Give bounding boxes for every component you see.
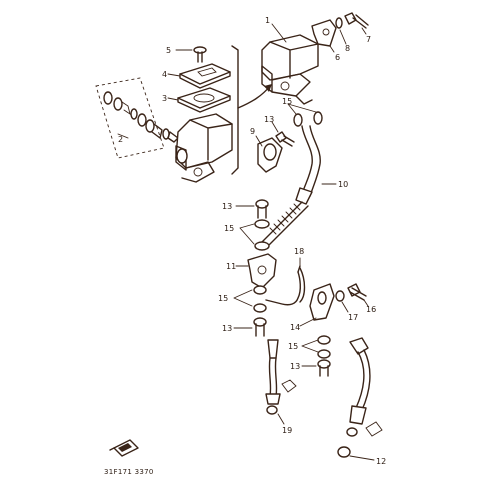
- leader-7: [361, 27, 367, 35]
- callout-15-lower: 15: [218, 294, 228, 303]
- callout-1: 1: [265, 16, 270, 25]
- diaphragm-plate: [177, 87, 231, 113]
- callout-6: 6: [335, 53, 340, 62]
- three-way-joint: [309, 283, 335, 321]
- callout-7: 7: [366, 35, 371, 44]
- leader-1: [271, 23, 287, 43]
- screw-5: [193, 46, 207, 63]
- exploded-view-bracket: [231, 45, 239, 175]
- bolt-16: [347, 283, 367, 301]
- arrow-to-master-cylinder: [237, 85, 271, 109]
- callout-16: 16: [366, 305, 376, 314]
- union-bolt-13-top: [275, 131, 295, 147]
- callout-15-top: 15: [282, 97, 292, 106]
- leader-9: [255, 135, 263, 147]
- reservoir-cap: [179, 63, 231, 89]
- brake-hose-left: [265, 339, 297, 415]
- callout-4: 4: [162, 70, 167, 79]
- callout-19: 19: [282, 426, 292, 435]
- master-cylinder-body: [261, 34, 319, 105]
- callout-13-top: 13: [264, 115, 274, 124]
- leader-4: [167, 73, 181, 77]
- union-bolt-13-lower: [253, 317, 267, 337]
- callout-12: 12: [376, 457, 386, 466]
- leader-14: [299, 317, 317, 327]
- leader-15-right: [301, 339, 319, 353]
- union-bolt-13-right: [317, 359, 331, 377]
- washer-15-top: [293, 111, 323, 127]
- leader-6: [329, 45, 335, 53]
- leader-15-top: [287, 103, 317, 115]
- callout-8: 8: [345, 44, 350, 53]
- washer-15-mid: [254, 219, 270, 251]
- diagram-code: 31F171 3370: [104, 468, 154, 476]
- washer-8: [335, 17, 343, 29]
- callout-3: 3: [162, 94, 167, 103]
- brake-pipe: [265, 265, 306, 306]
- washer-17: [335, 290, 345, 302]
- elbow-fitting: [257, 137, 283, 173]
- brake-hose-upper: [261, 125, 321, 247]
- leader-17: [341, 301, 349, 313]
- leader-2: [117, 133, 129, 139]
- callout-14: 14: [290, 323, 300, 332]
- leader-15-mid: [239, 223, 255, 245]
- callout-18: 18: [294, 247, 304, 256]
- washer-15-right: [317, 335, 331, 359]
- callout-17: 17: [348, 313, 358, 322]
- callout-9: 9: [250, 127, 255, 136]
- callout-10: 10: [338, 180, 348, 189]
- oil-can-icon: [109, 439, 139, 457]
- master-cylinder-exploded-body: [175, 113, 233, 183]
- piston-kit: [95, 77, 179, 159]
- callout-13-right: 13: [290, 362, 300, 371]
- bolt-7: [344, 12, 369, 29]
- leader-3: [167, 97, 179, 101]
- union-bolt-13-mid: [255, 199, 269, 219]
- callout-5: 5: [166, 46, 171, 55]
- callout-13-lower: 13: [222, 324, 232, 333]
- callout-15-right: 15: [288, 342, 298, 351]
- hose-joint: [247, 253, 277, 289]
- leader-8: [339, 29, 347, 45]
- leader-12: [349, 455, 375, 461]
- callout-15-mid: 15: [224, 224, 234, 233]
- leader-19: [277, 413, 285, 425]
- leader-16: [363, 299, 369, 307]
- callout-13-mid: 13: [222, 202, 232, 211]
- callout-2: 2: [118, 135, 123, 144]
- leader-13-top: [271, 121, 279, 133]
- callout-11: 11: [226, 262, 236, 271]
- washer-15-lower: [253, 285, 267, 313]
- brake-hose-right: [337, 337, 383, 458]
- leader-15-lower: [233, 289, 253, 307]
